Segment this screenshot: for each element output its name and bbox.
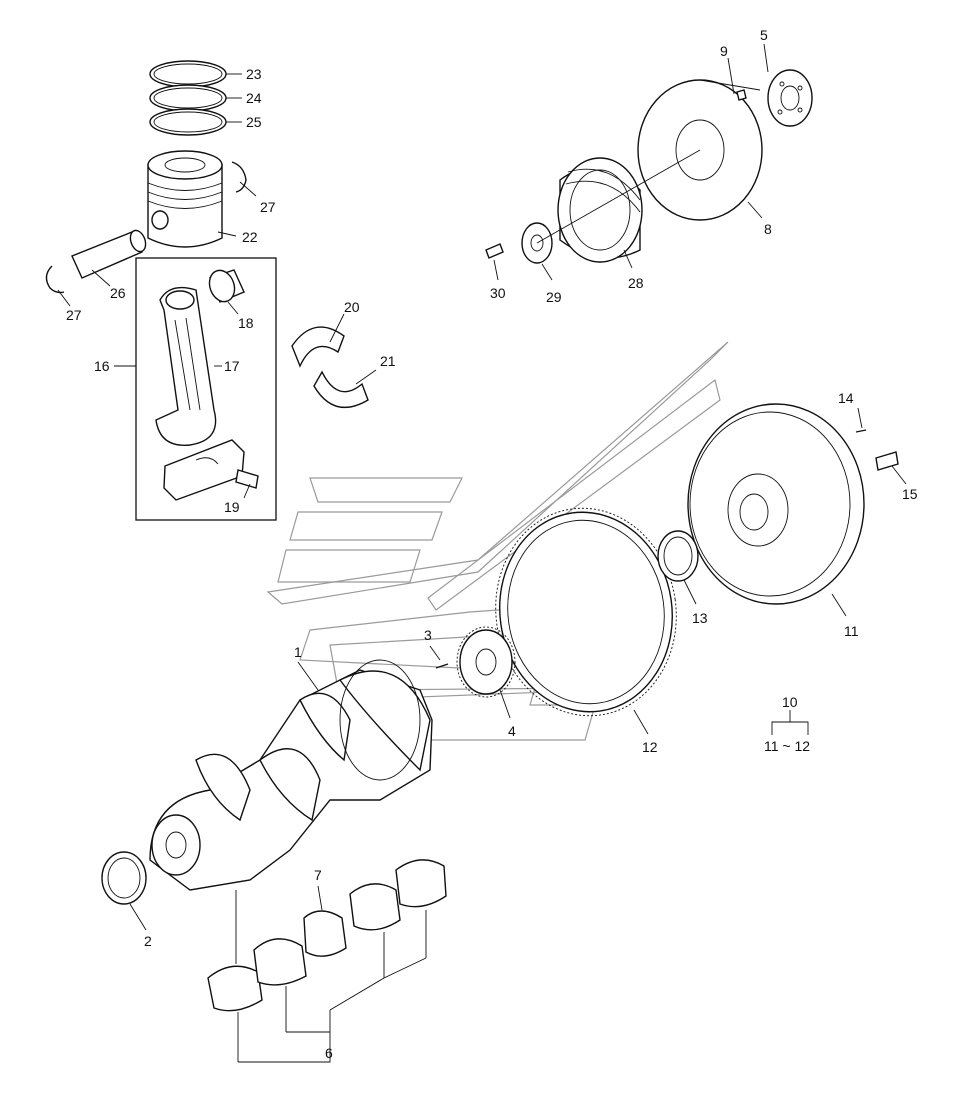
pulley-damper-group bbox=[485, 69, 813, 264]
callout-5: 5 bbox=[760, 27, 768, 43]
flywheel bbox=[687, 403, 899, 605]
callout-11: 11 bbox=[844, 623, 859, 639]
callout-26: 26 bbox=[110, 285, 126, 301]
callout-4: 4 bbox=[508, 723, 516, 739]
callout-22: 22 bbox=[242, 229, 258, 245]
ring-gear bbox=[495, 507, 677, 717]
connecting-rod-group bbox=[135, 257, 277, 521]
callout-19: 19 bbox=[224, 499, 240, 515]
callout-3: 3 bbox=[424, 627, 432, 643]
callout-17: 17 bbox=[224, 358, 240, 374]
callout-15: 15 bbox=[902, 486, 918, 502]
callout-21: 21 bbox=[380, 353, 396, 369]
callout-labels: 23 24 25 27 22 26 27 18 17 16 19 20 21 9… bbox=[66, 27, 918, 1061]
piston bbox=[147, 150, 223, 248]
callout-11-12: 11 ~ 12 bbox=[764, 738, 810, 754]
callout-16: 16 bbox=[94, 358, 110, 374]
callout-2: 2 bbox=[144, 933, 152, 949]
crank-gear bbox=[435, 626, 516, 698]
callout-23: 23 bbox=[246, 66, 262, 82]
callout-6: 6 bbox=[325, 1045, 333, 1061]
callout-27-right: 27 bbox=[260, 199, 276, 215]
leader-lines bbox=[57, 43, 907, 1063]
main-bearings bbox=[207, 859, 447, 1012]
callout-12: 12 bbox=[642, 739, 658, 755]
callout-29: 29 bbox=[546, 289, 562, 305]
callout-10: 10 bbox=[782, 694, 798, 710]
piston-rings bbox=[149, 60, 227, 136]
crankshaft bbox=[149, 659, 433, 891]
callout-20: 20 bbox=[344, 299, 360, 315]
callout-30: 30 bbox=[490, 285, 506, 301]
callout-14: 14 bbox=[838, 390, 854, 406]
front-seal bbox=[101, 851, 147, 905]
callout-8: 8 bbox=[764, 221, 772, 237]
callout-13: 13 bbox=[692, 610, 708, 626]
callout-25: 25 bbox=[246, 114, 262, 130]
piston-pin bbox=[71, 229, 147, 279]
callout-24: 24 bbox=[246, 90, 262, 106]
callout-28: 28 bbox=[628, 275, 644, 291]
callout-9: 9 bbox=[720, 43, 728, 59]
callout-27-left: 27 bbox=[66, 307, 82, 323]
seal-ring bbox=[657, 530, 699, 582]
rod-bearings bbox=[291, 326, 369, 409]
callout-18: 18 bbox=[238, 315, 254, 331]
callout-7: 7 bbox=[314, 867, 322, 883]
callout-1: 1 bbox=[294, 644, 302, 660]
